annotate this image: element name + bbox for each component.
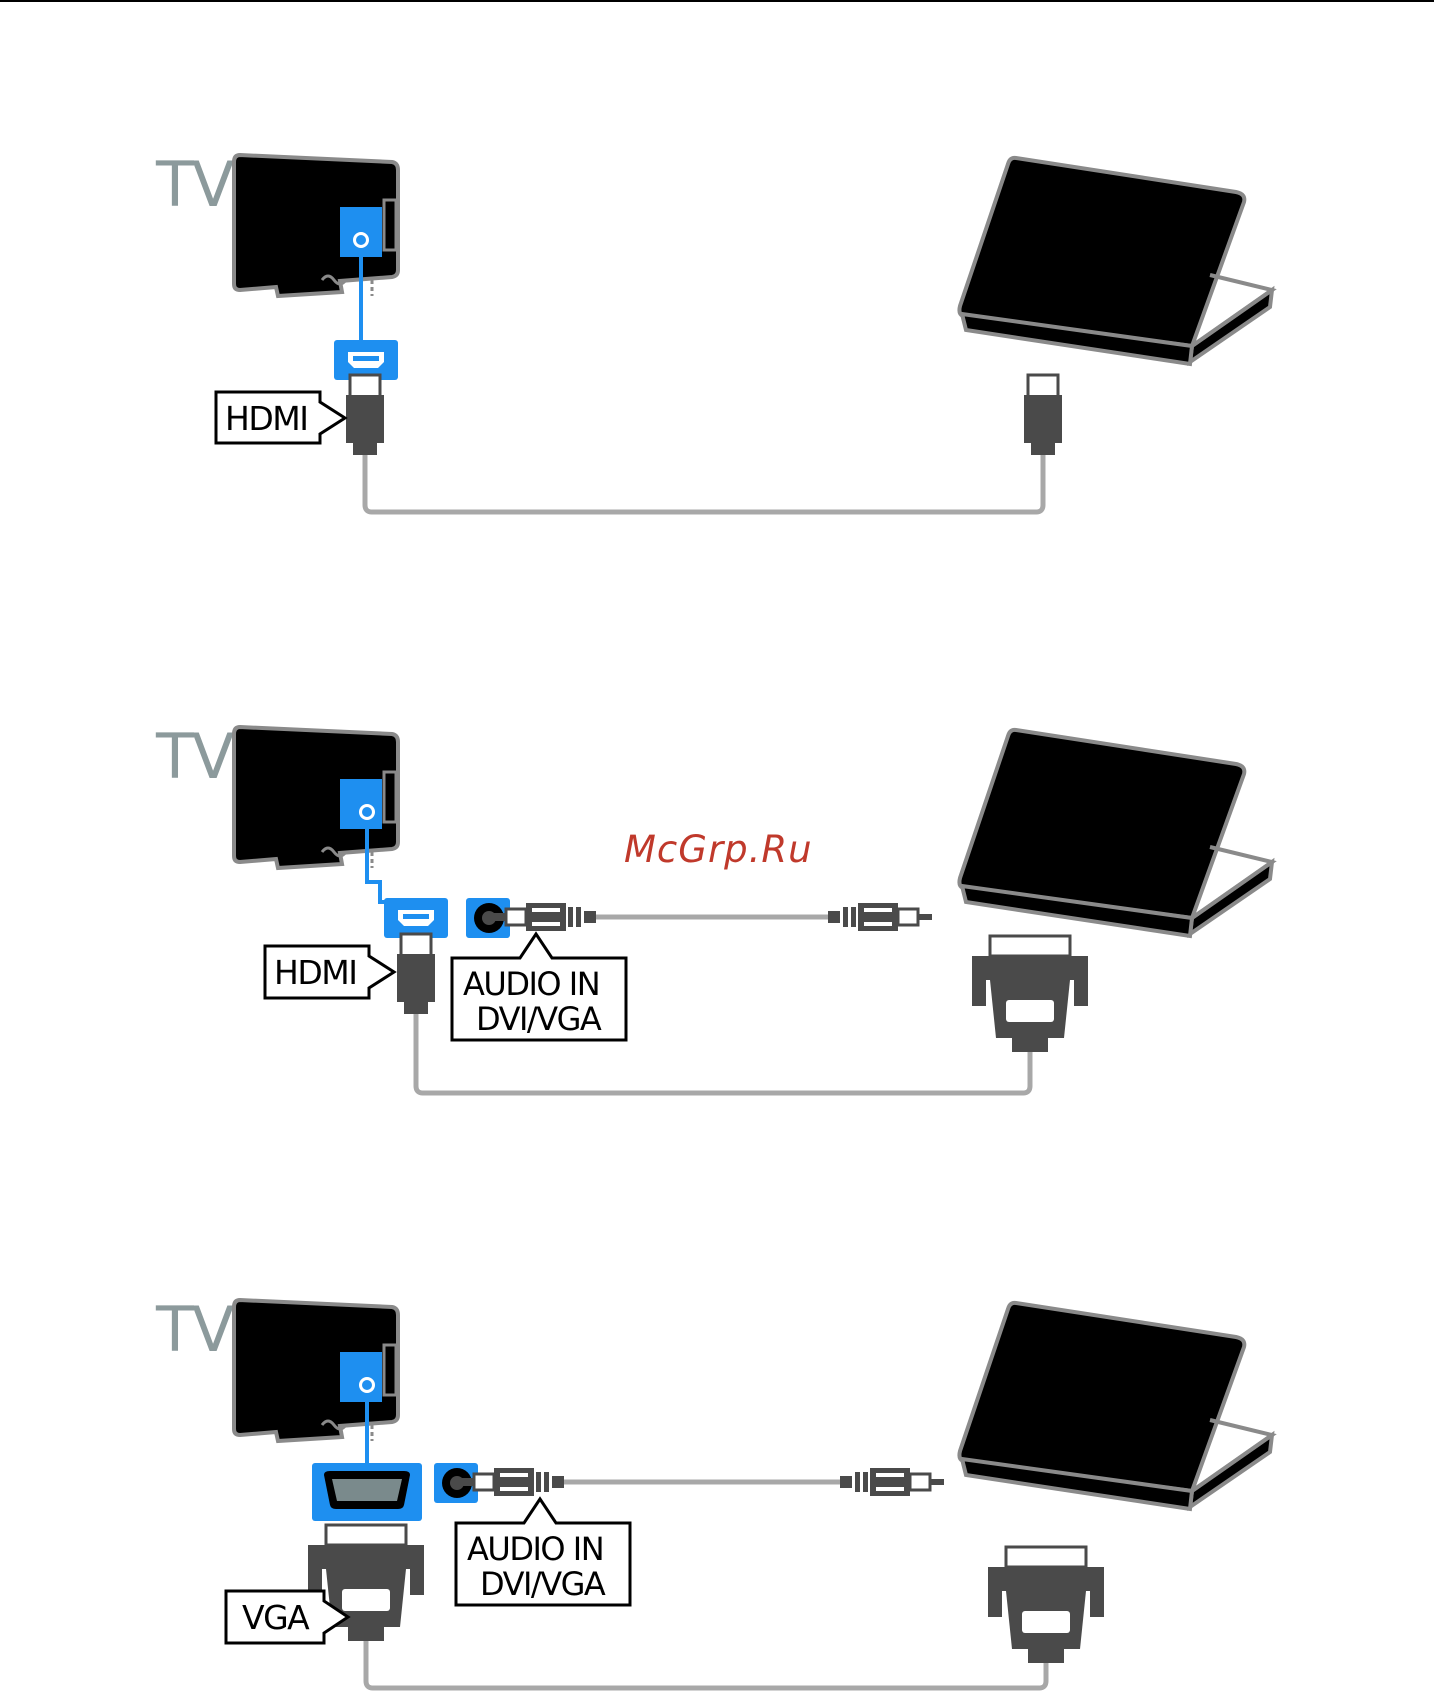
hdmi-cable [365, 455, 1043, 512]
laptop-icon [959, 158, 1272, 364]
vga-port-icon [312, 1463, 422, 1521]
audio-label-line2: DVI/VGA [480, 1565, 606, 1603]
diagram-vga: TV AUDIO IN DVI/VGA VGA [155, 1293, 1272, 1688]
tv-label: TV [155, 1293, 234, 1366]
audio-label-line1: AUDIO IN [467, 1530, 603, 1568]
laptop-icon [959, 730, 1272, 936]
hdmi-label: HDMI [274, 953, 356, 992]
hdmi-label-box: HDMI [216, 392, 345, 443]
dvi-connector-laptop [972, 936, 1088, 1052]
hdmi-plug-laptop [1024, 375, 1062, 455]
tv-icon [234, 727, 398, 868]
audio-label-line2: DVI/VGA [476, 1000, 602, 1038]
audio-plug-laptop [828, 903, 932, 931]
audio-plug-laptop [840, 1468, 944, 1496]
tv-label: TV [155, 720, 234, 793]
hdmi-label-box: HDMI [265, 946, 394, 998]
hdmi-label: HDMI [225, 399, 307, 438]
hdmi-port-icon [384, 898, 448, 938]
laptop-icon [959, 1303, 1272, 1509]
diagram-dvi: TV HDMI AUDIO IN DVI/VGA [155, 720, 1272, 1093]
hdmi-plug-tv [397, 934, 435, 1014]
vga-connector-laptop [988, 1547, 1104, 1663]
audio-label-box: AUDIO IN DVI/VGA [456, 1499, 630, 1605]
vga-cable [366, 1641, 1046, 1688]
tv-label: TV [155, 148, 234, 221]
diagram-hdmi: TV HDMI [155, 148, 1272, 512]
vga-label: VGA [242, 1598, 310, 1637]
tv-icon [234, 1300, 398, 1441]
hdmi-plug-tv [346, 375, 384, 455]
tv-icon [234, 155, 398, 296]
audio-label-line1: AUDIO IN [463, 965, 599, 1003]
watermark: McGrp.Ru [624, 828, 813, 871]
audio-label-box: AUDIO IN DVI/VGA [452, 934, 626, 1040]
